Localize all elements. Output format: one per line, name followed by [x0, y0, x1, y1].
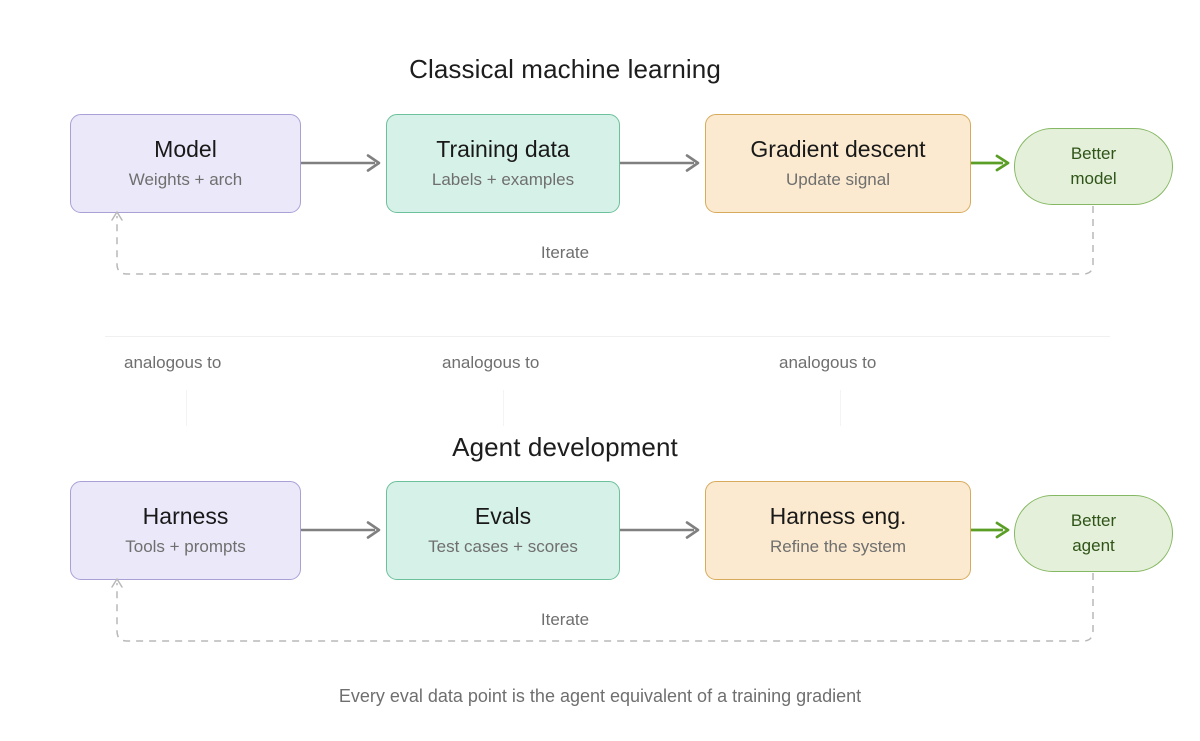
- analogy-connector-1: [503, 390, 504, 426]
- node-gradient-descent[interactable]: Gradient descent Update signal: [705, 114, 971, 213]
- footer-caption: Every eval data point is the agent equiv…: [338, 686, 862, 706]
- arrow-right-green-icon: [971, 152, 1014, 174]
- node-gradient-descent-headline: Gradient descent: [750, 135, 926, 162]
- outcome-better-model-line1: Better: [1070, 143, 1117, 163]
- node-evals-subline: Test cases + scores: [428, 536, 578, 556]
- node-training-data[interactable]: Training data Labels + examples: [386, 114, 620, 213]
- node-model-headline: Model: [154, 135, 217, 162]
- node-evals-headline: Evals: [474, 502, 532, 529]
- node-harness-headline: Harness: [142, 502, 229, 529]
- arrow-right-green-icon: [971, 519, 1014, 541]
- analogy-label-1: analogous to: [442, 353, 540, 372]
- arrow-right-icon: [301, 519, 386, 541]
- node-harness-eng-subline: Refine the system: [769, 536, 907, 556]
- section-title-classical: Classical machine learning: [409, 54, 721, 84]
- outcome-better-agent-line2: agent: [1072, 535, 1115, 555]
- analogy-label-0: analogous to: [124, 353, 222, 372]
- node-training-data-headline: Training data: [436, 135, 570, 162]
- node-harness-eng[interactable]: Harness eng. Refine the system: [705, 481, 971, 580]
- node-model[interactable]: Model Weights + arch: [70, 114, 301, 213]
- iterate-label-classical: Iterate: [540, 243, 590, 262]
- arrow-right-icon: [301, 152, 386, 174]
- node-training-data-subline: Labels + examples: [431, 169, 575, 189]
- analogy-connector-0: [186, 390, 187, 426]
- node-gradient-descent-subline: Update signal: [786, 169, 890, 189]
- outcome-better-model[interactable]: Better model: [1014, 128, 1173, 205]
- section-title-agent: Agent development: [452, 432, 678, 462]
- analogy-connector-2: [840, 390, 841, 426]
- outcome-better-agent-line1: Better: [1070, 510, 1117, 530]
- node-evals[interactable]: Evals Test cases + scores: [386, 481, 620, 580]
- outcome-better-agent[interactable]: Better agent: [1014, 495, 1173, 572]
- analogy-label-2: analogous to: [779, 353, 877, 372]
- node-harness[interactable]: Harness Tools + prompts: [70, 481, 301, 580]
- node-harness-eng-headline: Harness eng.: [769, 502, 907, 529]
- arrow-right-icon: [620, 519, 705, 541]
- outcome-better-model-line2: model: [1070, 168, 1117, 188]
- section-divider: [105, 336, 1110, 337]
- node-harness-subline: Tools + prompts: [125, 536, 246, 556]
- iterate-label-agent: Iterate: [540, 610, 590, 629]
- node-model-subline: Weights + arch: [128, 169, 243, 189]
- arrow-right-icon: [620, 152, 705, 174]
